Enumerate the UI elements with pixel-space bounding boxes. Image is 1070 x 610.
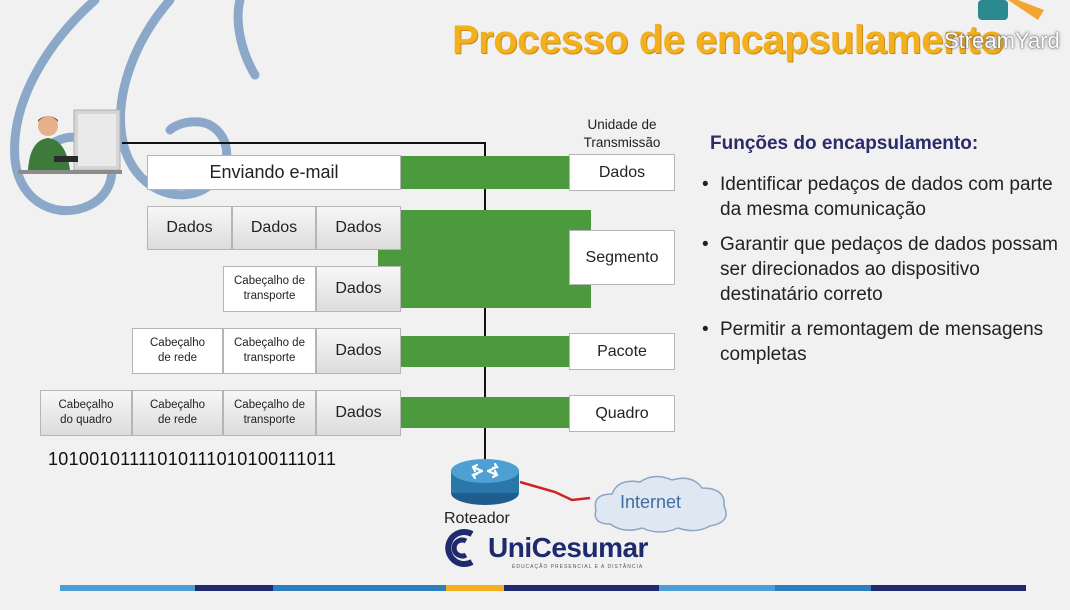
function-text: Garantir que pedaços de dados possam ser… — [720, 234, 1058, 305]
unit-dados-box: Dados — [569, 154, 675, 191]
unit-header: Unidade de Transmissão — [583, 117, 661, 150]
internet-label: Internet — [620, 492, 682, 512]
bullet-icon: • — [702, 234, 709, 255]
data-box: Dados — [147, 206, 232, 250]
green-band-row4 — [401, 336, 569, 367]
function-text: Permitir a remontagem de mensagens compl… — [720, 319, 1044, 365]
bullet-icon: • — [702, 319, 709, 340]
unicesumar-logo-icon — [445, 529, 474, 567]
functions-list: • Identificar pedaços de dados com parte … — [700, 172, 1070, 377]
list-item: • Permitir a remontagem de mensagens comp… — [700, 317, 1070, 367]
person-computer-icon — [18, 109, 122, 174]
unit-frame-box: Quadro — [569, 395, 675, 432]
functions-title: Funções do encapsulamento: — [710, 133, 979, 154]
watermark: StreamYard — [944, 28, 1060, 53]
transport-header-box: Cabeçalho de transporte — [223, 328, 316, 374]
data-box: Dados — [316, 266, 401, 312]
green-band-row5 — [401, 397, 569, 428]
green-band-row1 — [401, 156, 569, 189]
streamyard-mascot-icon — [978, 0, 1044, 20]
unit-packet-box: Pacote — [569, 333, 675, 370]
network-header-box: Cabeçalho de rede — [132, 328, 223, 374]
logo-tagline: EDUCAÇÃO PRESENCIAL E A DISTÂNCIA — [512, 564, 644, 570]
list-item: • Identificar pedaços de dados com parte … — [700, 172, 1070, 222]
bullet-icon: • — [702, 174, 709, 195]
data-box: Dados — [316, 206, 401, 250]
email-box: Enviando e-mail — [147, 155, 401, 190]
page-title: Processo de encapsulamento — [452, 18, 1004, 62]
data-box: Dados — [316, 328, 401, 374]
green-band-segment — [378, 210, 591, 308]
list-item: • Garantir que pedaços de dados possam se… — [700, 232, 1070, 307]
router-icon — [451, 459, 519, 505]
data-box: Dados — [316, 390, 401, 436]
unit-segment-box: Segmento — [569, 230, 675, 285]
transport-header-box: Cabeçalho de transporte — [223, 266, 316, 312]
network-header-box: Cabeçalho de rede — [132, 390, 223, 436]
data-box: Dados — [232, 206, 316, 250]
function-text: Identificar pedaços de dados com parte d… — [720, 174, 1053, 220]
binary-stream: 10100101111010111010100111011 — [48, 449, 337, 469]
cloud-icon — [594, 475, 727, 533]
router-label: Roteador — [444, 510, 510, 527]
transport-header-box: Cabeçalho de transporte — [223, 390, 316, 436]
bottom-decorative-bar — [60, 585, 1026, 591]
frame-header-box: Cabeçalho do quadro — [40, 390, 132, 436]
logo-name: UniCesumar — [488, 532, 648, 563]
